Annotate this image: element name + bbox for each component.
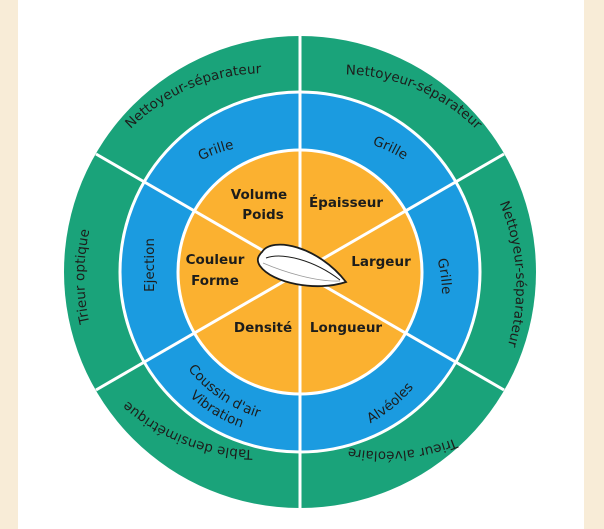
inner-label-couleur: Couleur xyxy=(186,252,245,268)
inner-label-forme: Forme xyxy=(191,273,239,289)
middle-label-3: Grille xyxy=(434,257,455,295)
inner-label-densite: Densité xyxy=(234,320,292,336)
middle-label-ejection: Ejection xyxy=(142,238,158,292)
inner-label-longueur: Longueur xyxy=(310,320,383,336)
inner-label-poids: Poids xyxy=(242,207,284,223)
inner-label-volume: Volume xyxy=(231,187,287,203)
inner-label-epaisseur: Épaisseur xyxy=(309,194,383,211)
inner-label-largeur: Largeur xyxy=(351,254,411,270)
seed-icon xyxy=(256,243,348,288)
outer-label-6: Trieur optique xyxy=(72,228,93,327)
